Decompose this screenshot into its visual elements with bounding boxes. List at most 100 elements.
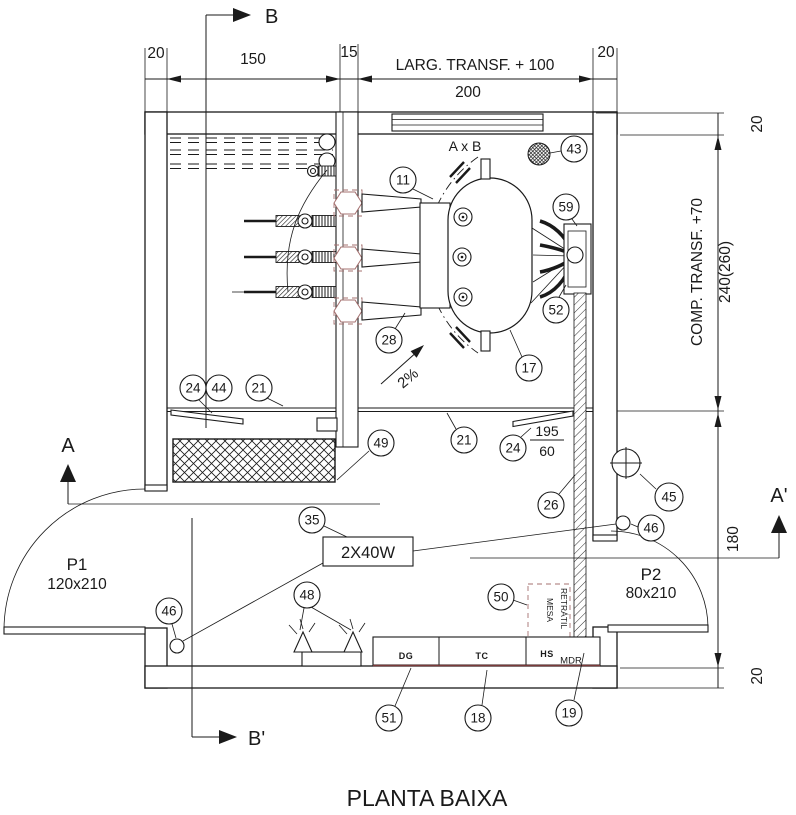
cable-terminations: [232, 133, 342, 300]
callout-49: 49: [336, 429, 395, 481]
door2-swing-arc: [610, 530, 709, 629]
svg-text:11: 11: [396, 173, 410, 188]
dim-partition: 15: [340, 44, 357, 61]
svg-text:26: 26: [543, 498, 558, 513]
door2-name: P2: [641, 565, 662, 584]
callout-45: 45: [639, 473, 684, 512]
svg-text:51: 51: [381, 711, 396, 726]
wall-right-upper: [592, 111, 618, 541]
svg-text:21: 21: [456, 433, 471, 448]
vent-height-label: 60: [539, 443, 555, 459]
svg-text:49: 49: [373, 436, 388, 451]
section-b-label: B: [265, 6, 278, 28]
callout-26: 26: [537, 474, 576, 519]
svg-text:44: 44: [211, 381, 227, 396]
section-a-label: A: [61, 435, 75, 457]
door-p2: P2 80x210: [607, 530, 709, 633]
svg-text:59: 59: [558, 200, 573, 215]
busbar-dashed-lines: [170, 137, 333, 170]
slope-label: 2%: [394, 365, 422, 392]
callout-24a: 24: [179, 374, 213, 414]
svg-text:48: 48: [299, 588, 314, 603]
callout-48: 48: [293, 581, 352, 631]
cabinet-tc-label: TC: [476, 651, 489, 661]
vent-size-fraction: 195 60: [530, 423, 564, 459]
transformer-gate: [391, 113, 544, 132]
section-b-bottom: B': [191, 518, 265, 750]
clearance-label: A x B: [449, 138, 482, 154]
transformer-hv-frame: [419, 202, 451, 309]
section-a-left: A: [60, 435, 380, 505]
svg-text:21: 21: [251, 381, 266, 396]
drawing-title: PLANTA BAIXA: [347, 785, 508, 811]
section-b-prime-label: B': [248, 728, 265, 750]
transformer-lugs: [449, 158, 491, 352]
wall-left-upper: [144, 111, 168, 491]
callout-35: 35: [298, 506, 348, 538]
callout-19: 19: [555, 652, 585, 727]
callout-51: 51: [375, 667, 412, 732]
door-p1: P1 120x210: [3, 488, 146, 635]
callout-24b: 24: [499, 427, 532, 462]
door1-jamb-cap: [144, 484, 168, 492]
bushing-cone-3: [361, 301, 422, 321]
floor-grating: [172, 438, 336, 483]
svg-text:18: 18: [470, 711, 485, 726]
dim-wall-left: 20: [147, 45, 165, 62]
wall-bottom: [144, 665, 618, 689]
door1-leaf: [3, 626, 146, 635]
dim-front-depth: 180: [725, 526, 742, 552]
dim-transf-width: 200: [455, 84, 481, 101]
svg-text:24: 24: [505, 441, 521, 456]
callout-28: 28: [375, 312, 406, 354]
svg-text:43: 43: [566, 142, 581, 157]
transformer: A x B: [419, 138, 533, 354]
cabinet-dg-label: DG: [399, 651, 414, 661]
dim-wall-bottom: 20: [749, 667, 766, 685]
retractable-table: MESA RETRÁTIL: [527, 583, 571, 641]
vent-louver-right: [512, 410, 574, 428]
dimension-top: 20 150 15 LARG. TRANSF. + 100 200 20: [144, 44, 618, 112]
callout-21b: 21: [446, 412, 478, 454]
dim-wall-top: 20: [749, 115, 766, 133]
wall-bushings: [333, 189, 422, 325]
section-b-top: B: [205, 6, 278, 428]
top-insulator-assembly: [306, 133, 342, 178]
callout-18: 18: [464, 669, 492, 732]
svg-text:46: 46: [161, 604, 176, 619]
svg-text:46: 46: [643, 521, 658, 536]
dim-transf-width-note: LARG. TRANSF. + 100: [396, 57, 555, 74]
transformer-bushings: [452, 207, 473, 307]
svg-text:35: 35: [304, 513, 319, 528]
feeder-phase-2: [244, 249, 339, 265]
callout-59: 59: [552, 193, 580, 227]
door1-size: 120x210: [47, 576, 107, 593]
cabinet-mdr-label: MDR: [560, 656, 582, 667]
bushing-cone-1: [361, 193, 422, 213]
table-word2: RETRÁTIL: [559, 588, 569, 629]
svg-text:17: 17: [521, 361, 536, 376]
callout-11: 11: [389, 166, 434, 200]
door2-leaf: [607, 624, 709, 633]
door-switch-right: [615, 515, 631, 531]
vent-width-label: 195: [535, 423, 559, 439]
table-word1: MESA: [545, 598, 555, 622]
ceiling-luminaire: [610, 447, 642, 479]
vent-louver-left: [170, 409, 244, 425]
callouts: 11 43 59 52 17 28 24 44 21 21 49 24 26 4…: [155, 135, 684, 732]
dim-transf-depth-note: COMP. TRANSF. +70: [689, 198, 706, 346]
section-a-prime-label: A': [770, 485, 787, 507]
door1-name: P1: [67, 555, 88, 574]
callout-46b: 46: [630, 514, 665, 542]
door2-jamb-cap: [592, 534, 618, 542]
wall-top: [144, 111, 618, 135]
svg-text:50: 50: [493, 590, 508, 605]
callout-46a: 46: [155, 597, 183, 639]
cable-convergence: [566, 246, 584, 264]
callout-17: 17: [509, 329, 543, 382]
dim-wall-right: 20: [597, 44, 615, 61]
door1-swing-arc: [3, 488, 146, 631]
callout-52: 52: [542, 284, 570, 324]
